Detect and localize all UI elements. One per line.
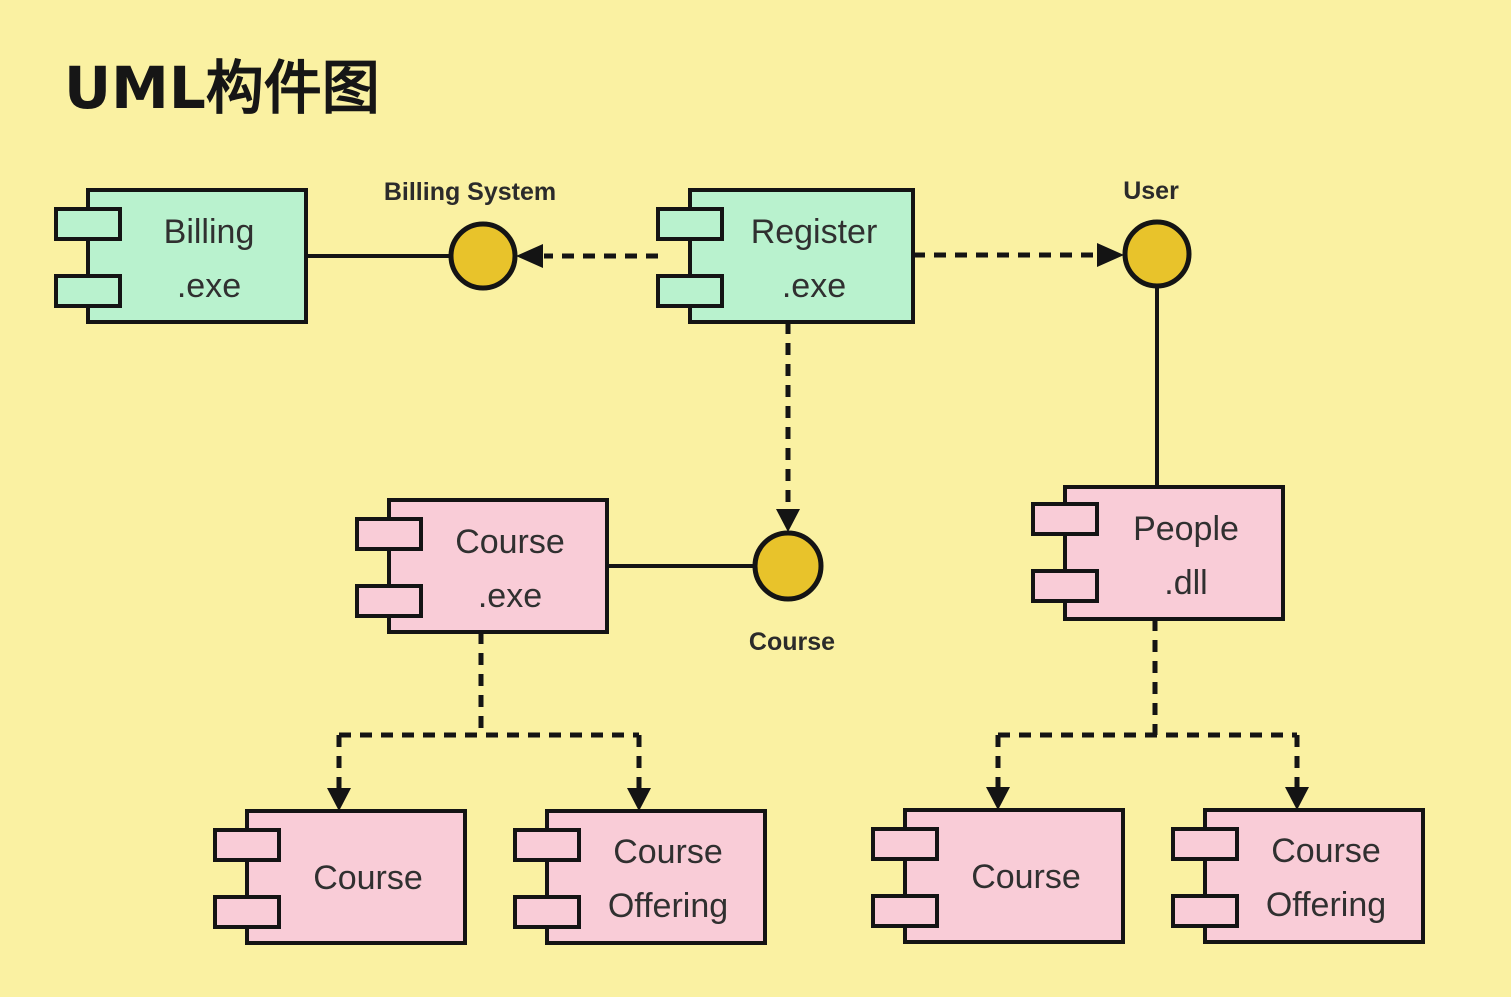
component-billing-exe[interactable]: Billing .exe [54, 188, 308, 324]
component-body [688, 188, 915, 324]
interface-user[interactable] [1122, 219, 1192, 289]
interface-course[interactable] [752, 530, 824, 602]
component-port-tab [213, 895, 281, 929]
component-label: Course [971, 858, 1081, 896]
component-port-tab [1031, 502, 1099, 536]
component-label: Course [313, 859, 423, 897]
arrowhead-right-icon [1097, 243, 1124, 267]
component-register-exe[interactable]: Register .exe [656, 188, 915, 324]
component-port-tab [1031, 569, 1099, 603]
arrowhead-down-icon [1285, 787, 1309, 810]
interface-billing-system[interactable] [448, 221, 518, 291]
component-body [387, 498, 609, 634]
component-label: Course [1271, 832, 1381, 870]
component-port-tab [355, 517, 423, 551]
arrowhead-down-icon [986, 787, 1010, 810]
interface-label-user: User [1123, 177, 1179, 205]
component-label: Billing [164, 213, 255, 251]
component-label: People [1133, 510, 1239, 548]
component-port-tab [54, 207, 122, 241]
component-label: Register [751, 213, 878, 251]
component-body [245, 809, 467, 945]
component-port-tab [54, 274, 122, 308]
component-label: .dll [1164, 564, 1207, 602]
component-port-tab [213, 828, 281, 862]
interface-circle [1122, 219, 1192, 289]
connector-people-dll-dependency-tree [995, 619, 1300, 787]
arrowhead-down-icon [327, 788, 351, 811]
component-course-exe[interactable]: Course .exe [355, 498, 609, 634]
interface-label-course: Course [749, 628, 835, 656]
component-body [1203, 808, 1425, 944]
connector-course-exe-dependency-tree [336, 632, 642, 788]
component-label: Course [613, 833, 723, 871]
component-label: .exe [177, 267, 241, 305]
component-course-offering-bottom-left[interactable]: Course Offering [513, 809, 767, 945]
component-label: Offering [608, 887, 728, 925]
arrowhead-down-icon [627, 788, 651, 811]
component-port-tab [355, 584, 423, 618]
component-port-tab [513, 828, 581, 862]
component-port-tab [871, 894, 939, 928]
component-port-tab [1171, 894, 1239, 928]
component-body [545, 809, 767, 945]
page-title: UML构件图 [64, 54, 380, 122]
component-body [1063, 485, 1285, 621]
component-label: .exe [782, 267, 846, 305]
component-people-dll[interactable]: People .dll [1031, 485, 1285, 621]
component-port-tab [656, 207, 724, 241]
component-body [86, 188, 308, 324]
component-label: Course [455, 523, 565, 561]
component-body [903, 808, 1125, 944]
component-label: Offering [1266, 886, 1386, 924]
interface-label-billing-system: Billing System [384, 178, 556, 206]
arrowhead-left-icon [516, 244, 543, 268]
component-port-tab [513, 895, 581, 929]
component-label: .exe [478, 577, 542, 615]
component-port-tab [656, 274, 724, 308]
component-course-offering-bottom-right[interactable]: Course Offering [1171, 808, 1425, 944]
component-port-tab [871, 827, 939, 861]
component-port-tab [1171, 827, 1239, 861]
interface-circle [752, 530, 824, 602]
arrowhead-down-icon [776, 509, 800, 532]
component-course-bottom-right[interactable]: Course [871, 808, 1125, 944]
interface-circle [448, 221, 518, 291]
component-course-bottom-left[interactable]: Course [213, 809, 467, 945]
